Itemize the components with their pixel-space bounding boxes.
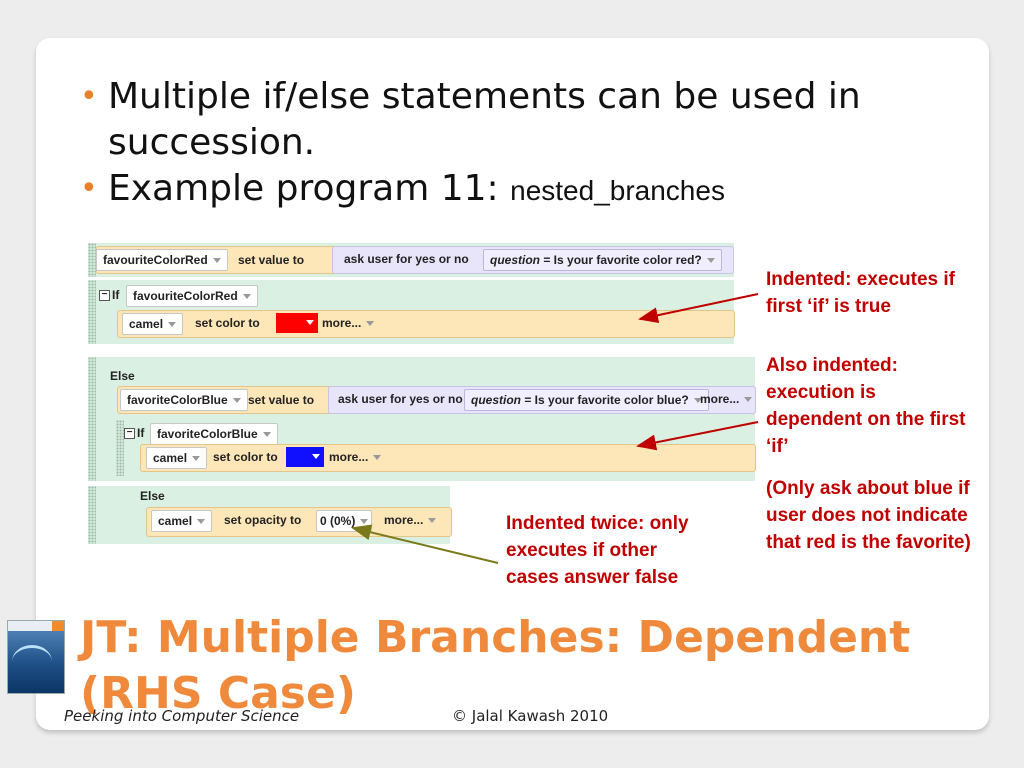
set-value-label: set value to bbox=[248, 393, 315, 407]
else-keyword: Else bbox=[140, 489, 165, 503]
camel-object[interactable]: camel bbox=[151, 510, 213, 532]
note-only-ask: (Only ask about blue if user does not in… bbox=[766, 478, 971, 553]
dropdown-triangle-icon bbox=[373, 455, 382, 461]
more-button[interactable]: more... bbox=[329, 447, 382, 467]
footer-copyright: © Jalal Kawash 2010 bbox=[452, 707, 609, 725]
ask-label: ask user for yes or no bbox=[338, 392, 463, 406]
dropdown-triangle-icon bbox=[312, 454, 320, 459]
dropdown-triangle-icon bbox=[242, 294, 251, 300]
drag-grip-icon[interactable] bbox=[88, 243, 96, 277]
book-arc bbox=[12, 645, 52, 678]
note-indented: Indented: executes if first ‘if’ is true bbox=[766, 269, 955, 317]
set-color-label: set color to bbox=[195, 316, 260, 330]
set-opacity-label: set opacity to bbox=[224, 513, 302, 527]
drag-grip-icon[interactable] bbox=[88, 357, 96, 481]
drag-grip-icon[interactable] bbox=[116, 420, 124, 476]
dropdown-triangle-icon bbox=[428, 518, 437, 524]
question-param[interactable]: question = Is your favorite color red? bbox=[483, 249, 722, 271]
note-also-indented: Also indented: execution is dependent on… bbox=[766, 355, 966, 457]
ask-label: ask user for yes or no bbox=[344, 252, 469, 266]
arrow-to-else bbox=[351, 524, 499, 564]
bullet-2-text: Example program 11: bbox=[108, 168, 511, 209]
set-color-red-strip bbox=[117, 310, 735, 338]
if-keyword: If bbox=[137, 426, 145, 440]
more-button[interactable]: more... bbox=[700, 389, 753, 409]
red-color-swatch[interactable] bbox=[276, 313, 318, 333]
if-keyword: If bbox=[112, 288, 120, 302]
var-favouritecolorred[interactable]: favouriteColorRed bbox=[96, 249, 228, 271]
if-condition-blue[interactable]: favoriteColorBlue bbox=[150, 423, 278, 445]
collapse-minus-icon[interactable]: − bbox=[124, 428, 135, 439]
more-button[interactable]: more... bbox=[384, 510, 437, 530]
question-param[interactable]: question = Is your favorite color blue? bbox=[464, 389, 709, 411]
dropdown-triangle-icon bbox=[197, 519, 206, 525]
else-keyword: Else bbox=[110, 369, 135, 383]
bullet-1: Multiple if/else statements can be used … bbox=[80, 74, 960, 166]
arrow-to-if-blue bbox=[636, 421, 759, 451]
more-button[interactable]: more... bbox=[322, 313, 375, 333]
drag-grip-icon[interactable] bbox=[88, 486, 96, 544]
camel-object[interactable]: camel bbox=[122, 313, 184, 335]
dropdown-triangle-icon bbox=[693, 398, 702, 404]
collapse-minus-icon[interactable]: − bbox=[99, 290, 110, 301]
arrow-to-if-red bbox=[638, 293, 759, 324]
dropdown-triangle-icon bbox=[232, 398, 241, 404]
if-condition-red[interactable]: favouriteColorRed bbox=[126, 285, 258, 307]
dropdown-triangle-icon bbox=[360, 519, 369, 525]
bullet-1-text: Multiple if/else statements can be used … bbox=[108, 76, 861, 163]
footer-book-title: Peeking into Computer Science bbox=[64, 707, 300, 725]
dropdown-triangle-icon bbox=[262, 432, 271, 438]
book-corner-mark bbox=[52, 621, 64, 631]
dropdown-triangle-icon bbox=[706, 258, 715, 264]
bullet-2: Example program 11: nested_branches bbox=[80, 166, 960, 214]
book-cover-icon bbox=[7, 620, 65, 694]
var-favoritecolorblue[interactable]: favoriteColorBlue bbox=[120, 389, 248, 411]
drag-grip-icon[interactable] bbox=[88, 280, 96, 344]
note-indented-twice: Indented twice: only executes if other c… bbox=[506, 513, 689, 588]
blue-color-swatch[interactable] bbox=[286, 447, 324, 467]
dropdown-triangle-icon bbox=[168, 322, 177, 328]
slide-title: JT: Multiple Branches: Dependent (RHS Ca… bbox=[80, 612, 911, 719]
dropdown-triangle-icon bbox=[744, 397, 753, 403]
set-color-label: set color to bbox=[213, 450, 278, 464]
dropdown-triangle-icon bbox=[306, 320, 314, 325]
dropdown-triangle-icon bbox=[212, 258, 221, 264]
set-value-label: set value to bbox=[238, 253, 305, 267]
dropdown-triangle-icon bbox=[192, 456, 201, 462]
camel-object[interactable]: camel bbox=[146, 447, 208, 469]
program-name: nested_branches bbox=[510, 175, 725, 206]
dropdown-triangle-icon bbox=[366, 321, 375, 327]
bullet-list: Multiple if/else statements can be used … bbox=[80, 74, 960, 214]
